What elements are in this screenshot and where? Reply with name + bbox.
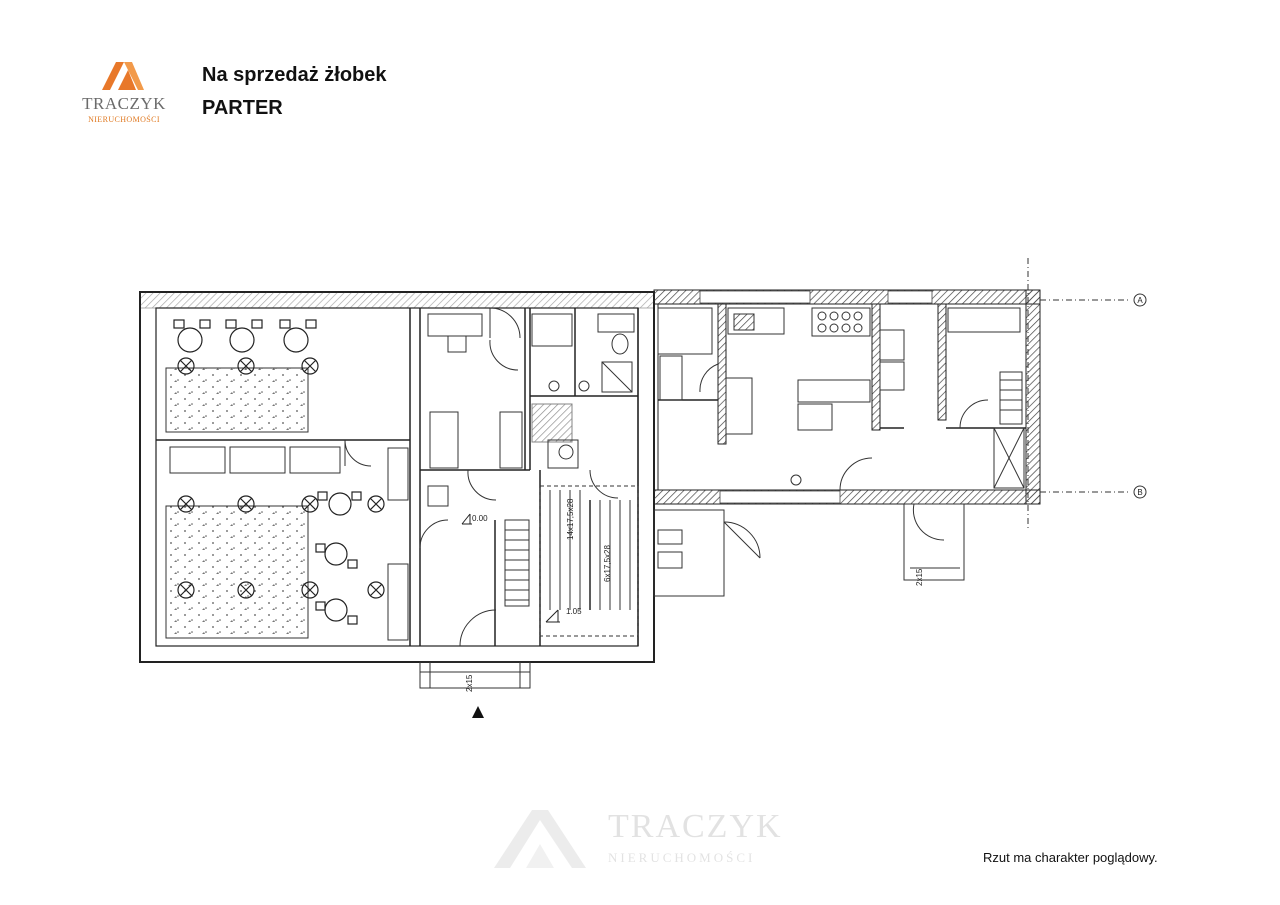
side-steps-label: 2x15	[915, 568, 924, 586]
logo-subtitle: NIERUCHOMOŚCI	[88, 115, 160, 124]
classroom-bottom	[165, 447, 409, 641]
watermark-name: TRACZYK	[608, 808, 783, 845]
left-service-rooms	[427, 313, 635, 507]
watermark-subtitle: NIERUCHOMOŚCI	[608, 850, 756, 865]
level-markers	[461, 513, 560, 623]
logo-name: TRACZYK	[82, 94, 166, 113]
entrance-steps-label: 2x15	[465, 674, 474, 692]
boiler-room	[653, 503, 965, 597]
page-title: Na sprzedaż żłobek	[202, 64, 387, 86]
right-wing-partitions	[658, 303, 1026, 445]
watermark: TRACZYK NIERUCHOMOŚCI	[492, 808, 792, 872]
roof-logo-icon	[102, 62, 144, 90]
right-wing-walls	[653, 289, 1041, 505]
disclaimer-note: Rzut ma charakter poglądowy.	[983, 850, 1158, 865]
traczyk-logo: TRACZYK NIERUCHOMOŚCI	[78, 60, 170, 130]
stairs-dimension-2: 6x17,5x28	[603, 545, 612, 582]
axis-lines	[1027, 258, 1147, 530]
kitchen-equipment	[657, 307, 1025, 491]
classroom-top	[165, 319, 341, 474]
watermark-logo-icon	[494, 810, 586, 868]
level-stairs: 1.05	[566, 607, 582, 616]
door-swings-left	[344, 307, 619, 647]
entrance-steps	[419, 661, 531, 689]
stairs-dimension-1: 14x17,5x28	[566, 498, 575, 540]
entrance-arrow-icon	[472, 706, 484, 718]
stairs	[504, 485, 639, 637]
axis-b-label: B	[1137, 488, 1142, 497]
axis-a-label: A	[1137, 296, 1143, 305]
level-entrance: 0.00	[472, 514, 488, 523]
floor-label: PARTER	[202, 97, 283, 119]
